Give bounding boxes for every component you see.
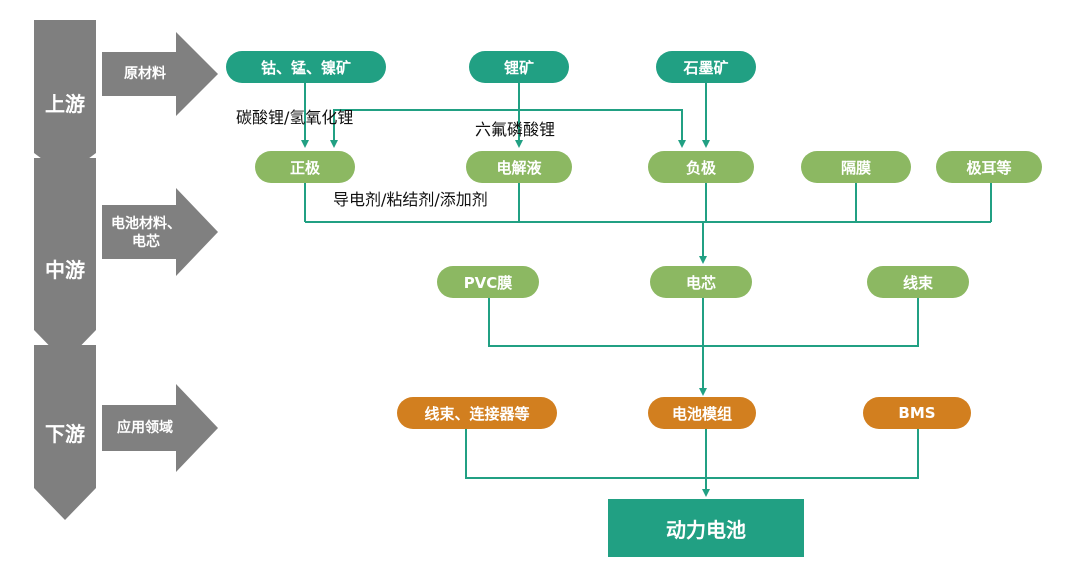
pill-battery-module: 电池模组 xyxy=(648,397,756,429)
category-battery-materials-line1: 电池材料、 xyxy=(111,216,181,232)
pill-cobalt-manganese-nickel: 钴、锰、镍矿 xyxy=(226,51,386,83)
connector-lithium-to-cathode xyxy=(330,83,520,148)
pill-graphite-ore: 石墨矿 xyxy=(656,51,756,83)
connector-module-level-bus xyxy=(465,429,919,479)
connector-lithium-to-anode xyxy=(519,109,686,148)
midstream-chevron xyxy=(34,158,96,362)
stage-downstream-label: 下游 xyxy=(45,422,85,446)
pill-harness: 线束 xyxy=(867,266,969,298)
pill-electrolyte: 电解液 xyxy=(466,151,572,183)
applications-arrow xyxy=(102,384,218,472)
raw-materials-arrow xyxy=(102,32,218,116)
category-battery-materials: 电池材料、 电芯 xyxy=(104,215,188,251)
pill-tabs: 极耳等 xyxy=(936,151,1042,183)
pill-pvc-film: PVC膜 xyxy=(437,266,539,298)
category-battery-materials-line2: 电芯 xyxy=(132,234,160,250)
stage-upstream-label: 上游 xyxy=(45,92,85,116)
pill-cell: 电芯 xyxy=(650,266,752,298)
category-raw-materials: 原材料 xyxy=(124,66,166,82)
note-lipf6: 六氟磷酸锂 xyxy=(475,120,556,139)
downstream-chevron xyxy=(34,345,96,520)
pill-separator: 隔膜 xyxy=(801,151,911,183)
pill-harness-connectors: 线束、连接器等 xyxy=(397,397,557,429)
pill-cathode: 正极 xyxy=(255,151,355,183)
stage-midstream-label: 中游 xyxy=(45,258,85,282)
pill-lithium-ore: 锂矿 xyxy=(469,51,569,83)
note-lithium-salts: 碳酸锂/氢氧化锂 xyxy=(236,108,354,127)
upstream-chevron xyxy=(34,20,96,176)
pill-bms: BMS xyxy=(863,397,971,429)
note-additives: 导电剂/粘结剂/添加剂 xyxy=(333,190,488,209)
final-power-battery: 动力电池 xyxy=(608,499,804,557)
pill-anode: 负极 xyxy=(648,151,754,183)
battery-materials-arrow xyxy=(102,188,218,276)
category-applications: 应用领域 xyxy=(117,420,173,436)
